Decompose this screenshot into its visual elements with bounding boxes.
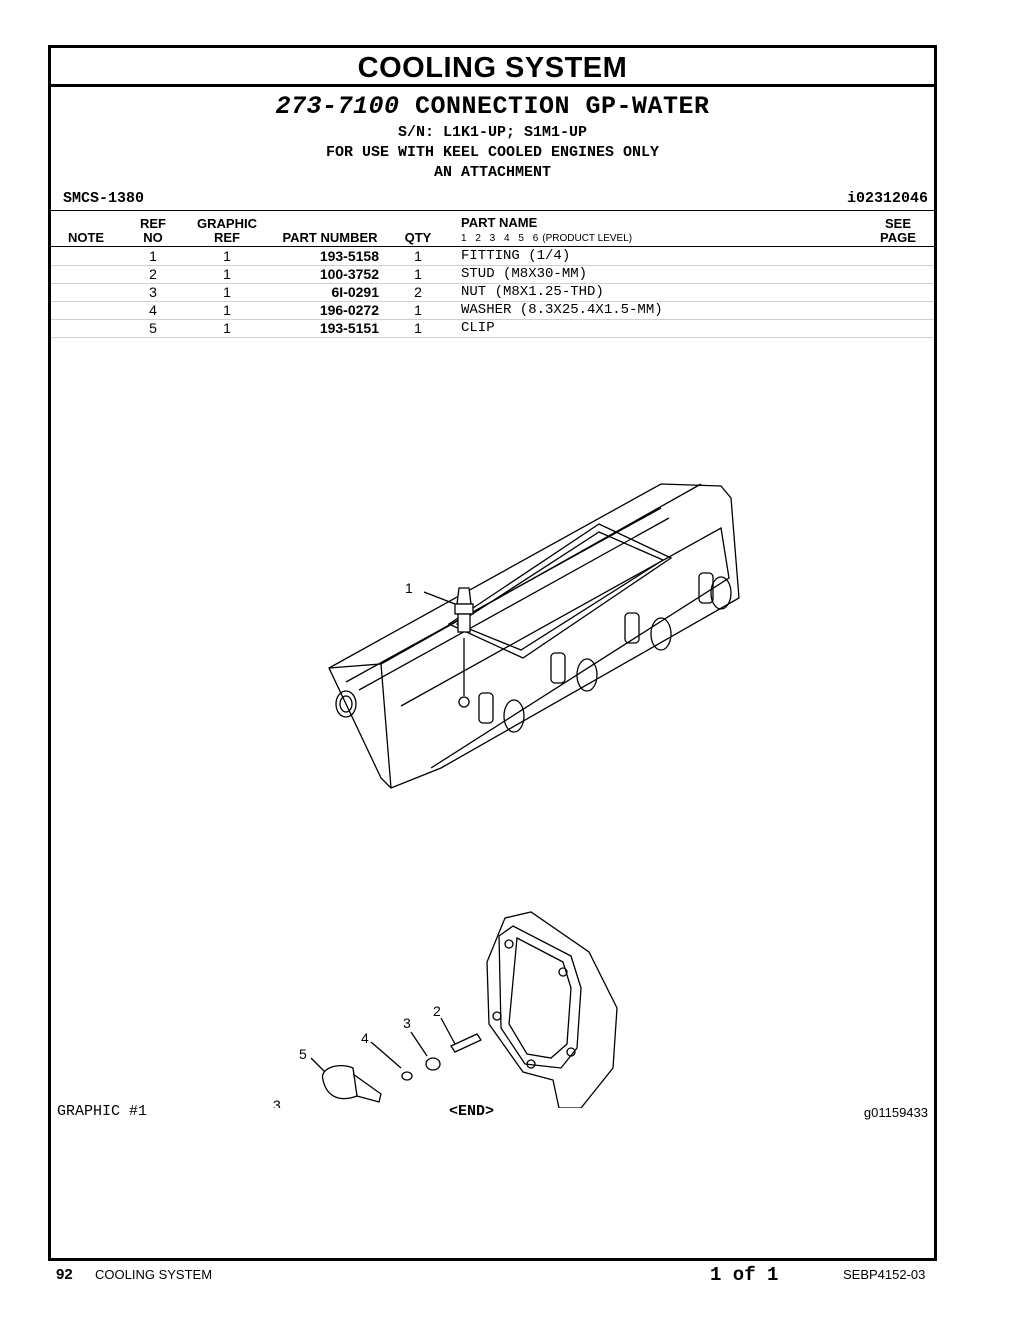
- table-row: 5 1 193-5151 1 CLIP: [51, 319, 934, 338]
- graphic-label: GRAPHIC #1: [57, 1103, 148, 1120]
- hardware-drawing: [310, 1017, 482, 1103]
- row-part-name: STUD (M8X30-MM): [461, 266, 588, 282]
- row-part-number: 100-3752: [319, 266, 379, 282]
- group-type: AN ATTACHMENT: [433, 164, 552, 181]
- row-ref: 4: [149, 302, 157, 318]
- row-part-name: FITTING (1/4): [461, 248, 571, 264]
- row-graphic-ref: 1: [223, 320, 231, 336]
- row-part-number: 196-0272: [319, 302, 379, 318]
- product-level-label: (PRODUCT LEVEL): [542, 233, 633, 244]
- page-number: 92: [56, 1266, 73, 1283]
- row-qty: 1: [414, 266, 422, 282]
- parts-illustration: 1 2 3 4 5 3: [273, 483, 740, 1108]
- end-marker: <END>: [449, 1103, 495, 1120]
- row-ref: 5: [149, 320, 157, 336]
- table-row: 3 1 6I-0291 2 NUT (M8X1.25-THD): [51, 283, 934, 302]
- col-header-graphic-bottom: REF: [214, 230, 240, 245]
- col-header-ref-bottom: NO: [143, 230, 163, 245]
- col-header-graphic: GRAPHIC REF: [187, 217, 267, 245]
- col-header-ref-top: REF: [140, 216, 166, 231]
- section-title: COOLING SYSTEM: [51, 48, 934, 87]
- callout-1: 1: [405, 580, 413, 596]
- col-header-see-top: SEE: [884, 216, 911, 231]
- callout-3a: 3: [403, 1015, 411, 1031]
- col-header-see-bottom: PAGE: [880, 230, 916, 245]
- water-manifold-drawing: [328, 483, 740, 789]
- usage-note: FOR USE WITH KEEL COOLED ENGINES ONLY: [325, 144, 660, 161]
- callout-4: 4: [361, 1030, 369, 1046]
- fitting-drawing: [423, 587, 474, 696]
- table-top-rule: [51, 210, 934, 211]
- col-header-qty: QTY: [404, 230, 432, 245]
- row-qty: 2: [414, 284, 422, 300]
- group-number: 273-7100: [275, 92, 400, 121]
- col-header-note: NOTE: [67, 230, 105, 245]
- page-frame: COOLING SYSTEM 273-7100 CONNECTION GP-WA…: [48, 45, 937, 1261]
- housing-drawing: [486, 911, 618, 1108]
- row-graphic-ref: 1: [223, 248, 231, 264]
- header-bottom-rule: [51, 246, 934, 247]
- col-header-part-name: PART NAME: [461, 215, 538, 230]
- product-levels: 1 2 3 4 5 6(PRODUCT LEVEL): [461, 233, 632, 244]
- row-ref: 1: [149, 248, 157, 264]
- col-header-see-page: SEE PAGE: [873, 217, 923, 245]
- smcs-code: SMCS-1380: [63, 190, 145, 207]
- row-graphic-ref: 1: [223, 302, 231, 318]
- page-of: 1 of 1: [710, 1264, 779, 1286]
- row-ref: 2: [149, 266, 157, 282]
- table-row: 2 1 100-3752 1 STUD (M8X30-MM): [51, 265, 934, 284]
- table-row: 1 1 193-5158 1 FITTING (1/4): [51, 247, 934, 266]
- row-ref: 3: [149, 284, 157, 300]
- row-part-name: CLIP: [461, 320, 495, 336]
- table-row: 4 1 196-0272 1 WASHER (8.3X25.4X1.5-MM): [51, 301, 934, 320]
- group-name: CONNECTION GP-WATER: [415, 92, 710, 121]
- row-graphic-ref: 1: [223, 284, 231, 300]
- col-header-graphic-top: GRAPHIC: [197, 216, 257, 231]
- doc-number: SEBP4152-03: [843, 1267, 926, 1282]
- callout-2: 2: [433, 1003, 441, 1019]
- serial-range: S/N: L1K1-UP; S1M1-UP: [397, 124, 588, 141]
- row-part-number: 6I-0291: [331, 284, 379, 300]
- product-level-numbers: 1 2 3 4 5 6: [461, 233, 539, 244]
- info-id: i02312046: [846, 190, 928, 207]
- row-part-name: WASHER (8.3X25.4X1.5-MM): [461, 302, 663, 318]
- row-qty: 1: [414, 320, 422, 336]
- row-part-name: NUT (M8X1.25-THD): [461, 284, 604, 300]
- row-part-number: 193-5158: [319, 248, 379, 264]
- col-header-part-number: PART NUMBER: [282, 230, 378, 245]
- col-header-ref: REF NO: [135, 217, 171, 245]
- graphic-id: g01159433: [863, 1105, 928, 1120]
- row-graphic-ref: 1: [223, 266, 231, 282]
- row-qty: 1: [414, 248, 422, 264]
- row-part-number: 193-5151: [319, 320, 379, 336]
- callout-3b: 3: [273, 1097, 281, 1108]
- row-qty: 1: [414, 302, 422, 318]
- footer-section: COOLING SYSTEM: [95, 1267, 213, 1282]
- callout-5: 5: [299, 1046, 307, 1062]
- group-title: 273-7100 CONNECTION GP-WATER: [51, 92, 934, 121]
